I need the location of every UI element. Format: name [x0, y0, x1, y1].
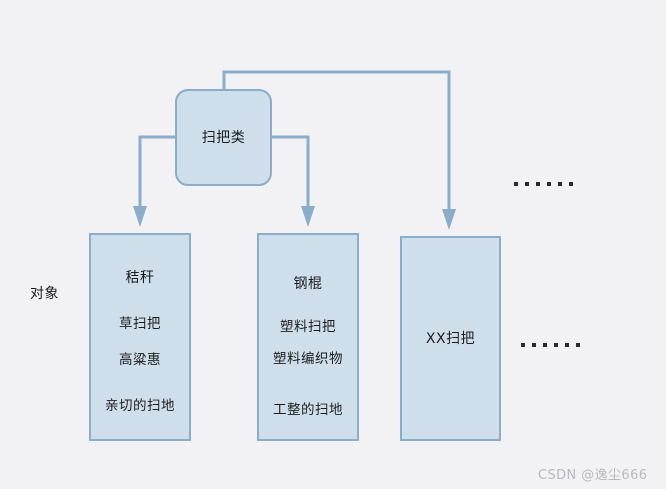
ellipsis-dot	[554, 343, 558, 347]
ellipsis-dot	[514, 182, 518, 186]
node-child-xx-broom[interactable]: XX扫把	[400, 236, 501, 441]
ellipsis-dot	[543, 343, 547, 347]
node-child-1-title: 秸秆	[125, 270, 155, 286]
ellipsis-dot	[569, 182, 573, 186]
node-child-1-item-3: 亲切的扫地	[105, 398, 175, 414]
node-child-2-item-1: 塑料扫把	[280, 319, 336, 335]
ellipsis-dot	[525, 182, 529, 186]
node-child-1-item-2: 高粱惠	[119, 351, 161, 368]
node-root-title: 扫把类	[201, 129, 246, 146]
arrowhead-child-1	[133, 206, 147, 227]
ellipsis-dot	[547, 182, 551, 186]
node-child-steel-rod[interactable]: 钢棍 塑料扫把 塑料编织物 工整的扫地	[257, 233, 359, 441]
node-child-2-item-2: 塑料编织物	[273, 350, 343, 367]
node-child-3-title: XX扫把	[425, 330, 476, 347]
node-child-1-item-1: 草扫把	[119, 316, 161, 332]
ellipsis-dot	[532, 343, 536, 347]
node-child-2-item-3: 工整的扫地	[273, 402, 343, 418]
node-child-straw[interactable]: 秸秆 草扫把 高粱惠 亲切的扫地	[89, 233, 191, 441]
object-side-label: 对象	[30, 286, 59, 302]
node-root-broom-class[interactable]: 扫把类	[175, 89, 272, 186]
ellipsis-lower	[521, 343, 580, 347]
ellipsis-dot	[565, 343, 569, 347]
ellipsis-dot	[536, 182, 540, 186]
node-child-2-title: 钢棍	[293, 276, 323, 292]
ellipsis-dot	[558, 182, 562, 186]
csdn-watermark: CSDN @逸尘666	[538, 468, 648, 483]
arrowhead-child-2	[301, 206, 315, 227]
arrowhead-child-3	[442, 209, 456, 230]
ellipsis-upper	[514, 182, 573, 186]
ellipsis-dot	[521, 343, 525, 347]
connector-root-to-child-2	[272, 135, 310, 206]
connector-root-to-child-1	[138, 135, 175, 206]
ellipsis-dot	[576, 343, 580, 347]
